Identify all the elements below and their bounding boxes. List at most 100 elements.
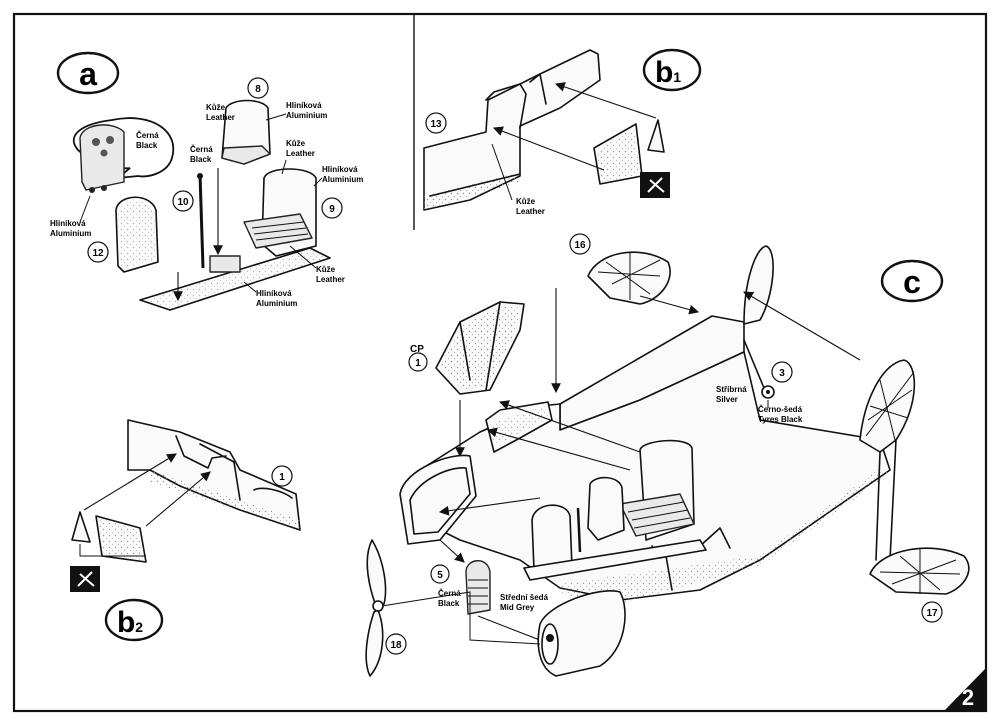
part-17-number: 17 <box>926 608 938 619</box>
page-frame <box>12 12 988 713</box>
label-stribrna-silver: Stříbrná Silver <box>716 385 747 404</box>
label-hlinikova-aluminium-floor: Hliníková Aluminium <box>243 281 297 308</box>
svg-text:Aluminium: Aluminium <box>256 299 297 308</box>
label-cerna-black-panel: Černá Black <box>136 131 159 150</box>
interior-stick <box>576 507 582 553</box>
svg-text:Střední šedá: Střední šedá <box>500 593 549 602</box>
part-10-stick <box>198 173 205 269</box>
gauge-icon <box>92 138 100 146</box>
gauge-icon <box>89 187 95 193</box>
label-stredni-seda-grey: Střední šedá Mid Grey <box>500 593 549 612</box>
label-kuze-leather-seat: Kůže Leather <box>206 103 235 122</box>
part-16-number: 16 <box>574 240 586 251</box>
part-1-callout-c <box>408 352 428 372</box>
instrument-panel-detail <box>79 124 125 191</box>
svg-text:Leather: Leather <box>286 149 315 158</box>
part-13-callout <box>425 112 447 134</box>
svg-text:Black: Black <box>136 141 158 150</box>
interior-seat <box>587 476 625 541</box>
svg-text:Kůže: Kůže <box>206 103 226 112</box>
part-12-number: 12 <box>92 248 104 259</box>
step-letter-b1: b1 <box>655 56 681 89</box>
b2-window-triangle <box>71 511 91 543</box>
part-5-cylinder <box>465 560 491 615</box>
part-3-tailwheel <box>743 339 765 389</box>
gauge-icon <box>101 185 107 191</box>
tail-fin <box>743 245 774 325</box>
step-badge-b2 <box>104 598 164 642</box>
part-18-number: 18 <box>390 640 402 651</box>
label-kuze-leather-b1: Kůže Leather <box>491 143 545 216</box>
part-3-number: 3 <box>779 368 785 379</box>
svg-text:Kůže: Kůže <box>286 139 306 148</box>
part-17-tailplane <box>869 547 970 595</box>
svg-text:Hliníková: Hliníková <box>50 219 86 228</box>
right-wing <box>859 359 916 453</box>
svg-text:Tyres Black: Tyres Black <box>758 415 803 424</box>
part-16-tailplane <box>587 251 671 305</box>
step-letter-b2: b2 <box>117 606 143 639</box>
part-1-number-b2: 1 <box>279 472 285 483</box>
label-hlinikova-aluminium-seat: Hliníková Aluminium <box>265 101 327 121</box>
label-kuze-leather-bench: Kůže Leather <box>281 139 315 175</box>
part-8-number: 8 <box>255 84 261 95</box>
part-10-number: 10 <box>177 197 189 208</box>
step-letter-c: c <box>903 264 921 300</box>
svg-text:Leather: Leather <box>516 207 545 216</box>
part-10-callout <box>172 190 194 212</box>
label-hlinikova-aluminium-panel: Hliníková Aluminium <box>50 195 91 238</box>
step-badge-c <box>880 259 944 303</box>
svg-text:Silver: Silver <box>716 395 738 404</box>
section-b2: 1 b2 <box>70 419 301 642</box>
svg-text:Kůže: Kůže <box>316 265 336 274</box>
part-13-number: 13 <box>430 119 442 130</box>
part-8-callout <box>247 77 269 99</box>
svg-text:Černá: Černá <box>190 145 213 154</box>
part-18-callout <box>385 633 407 655</box>
gauge-icon <box>100 149 108 157</box>
svg-text:Mid Grey: Mid Grey <box>500 603 535 612</box>
svg-text:Černá: Černá <box>136 131 159 140</box>
part-9-number: 9 <box>329 204 335 215</box>
section-b1: b1 13 Kůže Leather <box>423 48 702 216</box>
step-letter-a: a <box>79 56 97 92</box>
part-5-callout <box>430 564 450 584</box>
svg-text:Černá: Černá <box>438 589 461 598</box>
svg-text:Stříbrná: Stříbrná <box>716 385 747 394</box>
part-5-number: 5 <box>437 570 443 581</box>
svg-text:Aluminium: Aluminium <box>286 111 327 120</box>
part-12-callout <box>87 241 109 263</box>
label-cerna-black-c: Černá Black <box>438 589 461 608</box>
label-hlinikova-aluminium-bench: Hliníková Aluminium <box>313 165 363 187</box>
floor-box <box>209 255 241 273</box>
svg-text:Black: Black <box>438 599 460 608</box>
b1-window-triangle <box>647 119 665 153</box>
b1-fuselage <box>423 49 601 211</box>
page-number: 2 <box>962 685 974 710</box>
svg-text:Leather: Leather <box>206 113 235 122</box>
label-cerna-black-stick: Černá Black <box>190 145 213 164</box>
svg-text:Hliníková: Hliníková <box>322 165 358 174</box>
svg-text:Leather: Leather <box>316 275 345 284</box>
svg-text:Černo-šedá: Černo-šedá <box>758 405 803 414</box>
part-17-callout <box>921 601 943 623</box>
svg-text:Kůže: Kůže <box>516 197 536 206</box>
part-9-callout <box>321 197 343 219</box>
engine-cowling <box>537 590 626 677</box>
label-kuze-leather-cushion: Kůže Leather <box>289 245 345 284</box>
cp-label: CP <box>410 344 424 355</box>
gauge-icon <box>106 136 114 144</box>
svg-text:Hliníková: Hliníková <box>286 101 322 110</box>
label-cernoseda-tyres: Černo-šedá Tyres Black <box>758 400 803 424</box>
svg-text:Hliníková: Hliníková <box>256 289 292 298</box>
step-badge-b1 <box>642 48 702 92</box>
part-1-callout-b2 <box>271 465 293 487</box>
section-a: a 12 10 8 9 <box>50 51 363 311</box>
svg-text:Black: Black <box>190 155 212 164</box>
section-c: c CP 1 <box>365 233 970 677</box>
part-3-callout <box>771 361 793 383</box>
svg-text:Aluminium: Aluminium <box>322 175 363 184</box>
part-1-number-c: 1 <box>415 358 421 369</box>
svg-text:Aluminium: Aluminium <box>50 229 91 238</box>
